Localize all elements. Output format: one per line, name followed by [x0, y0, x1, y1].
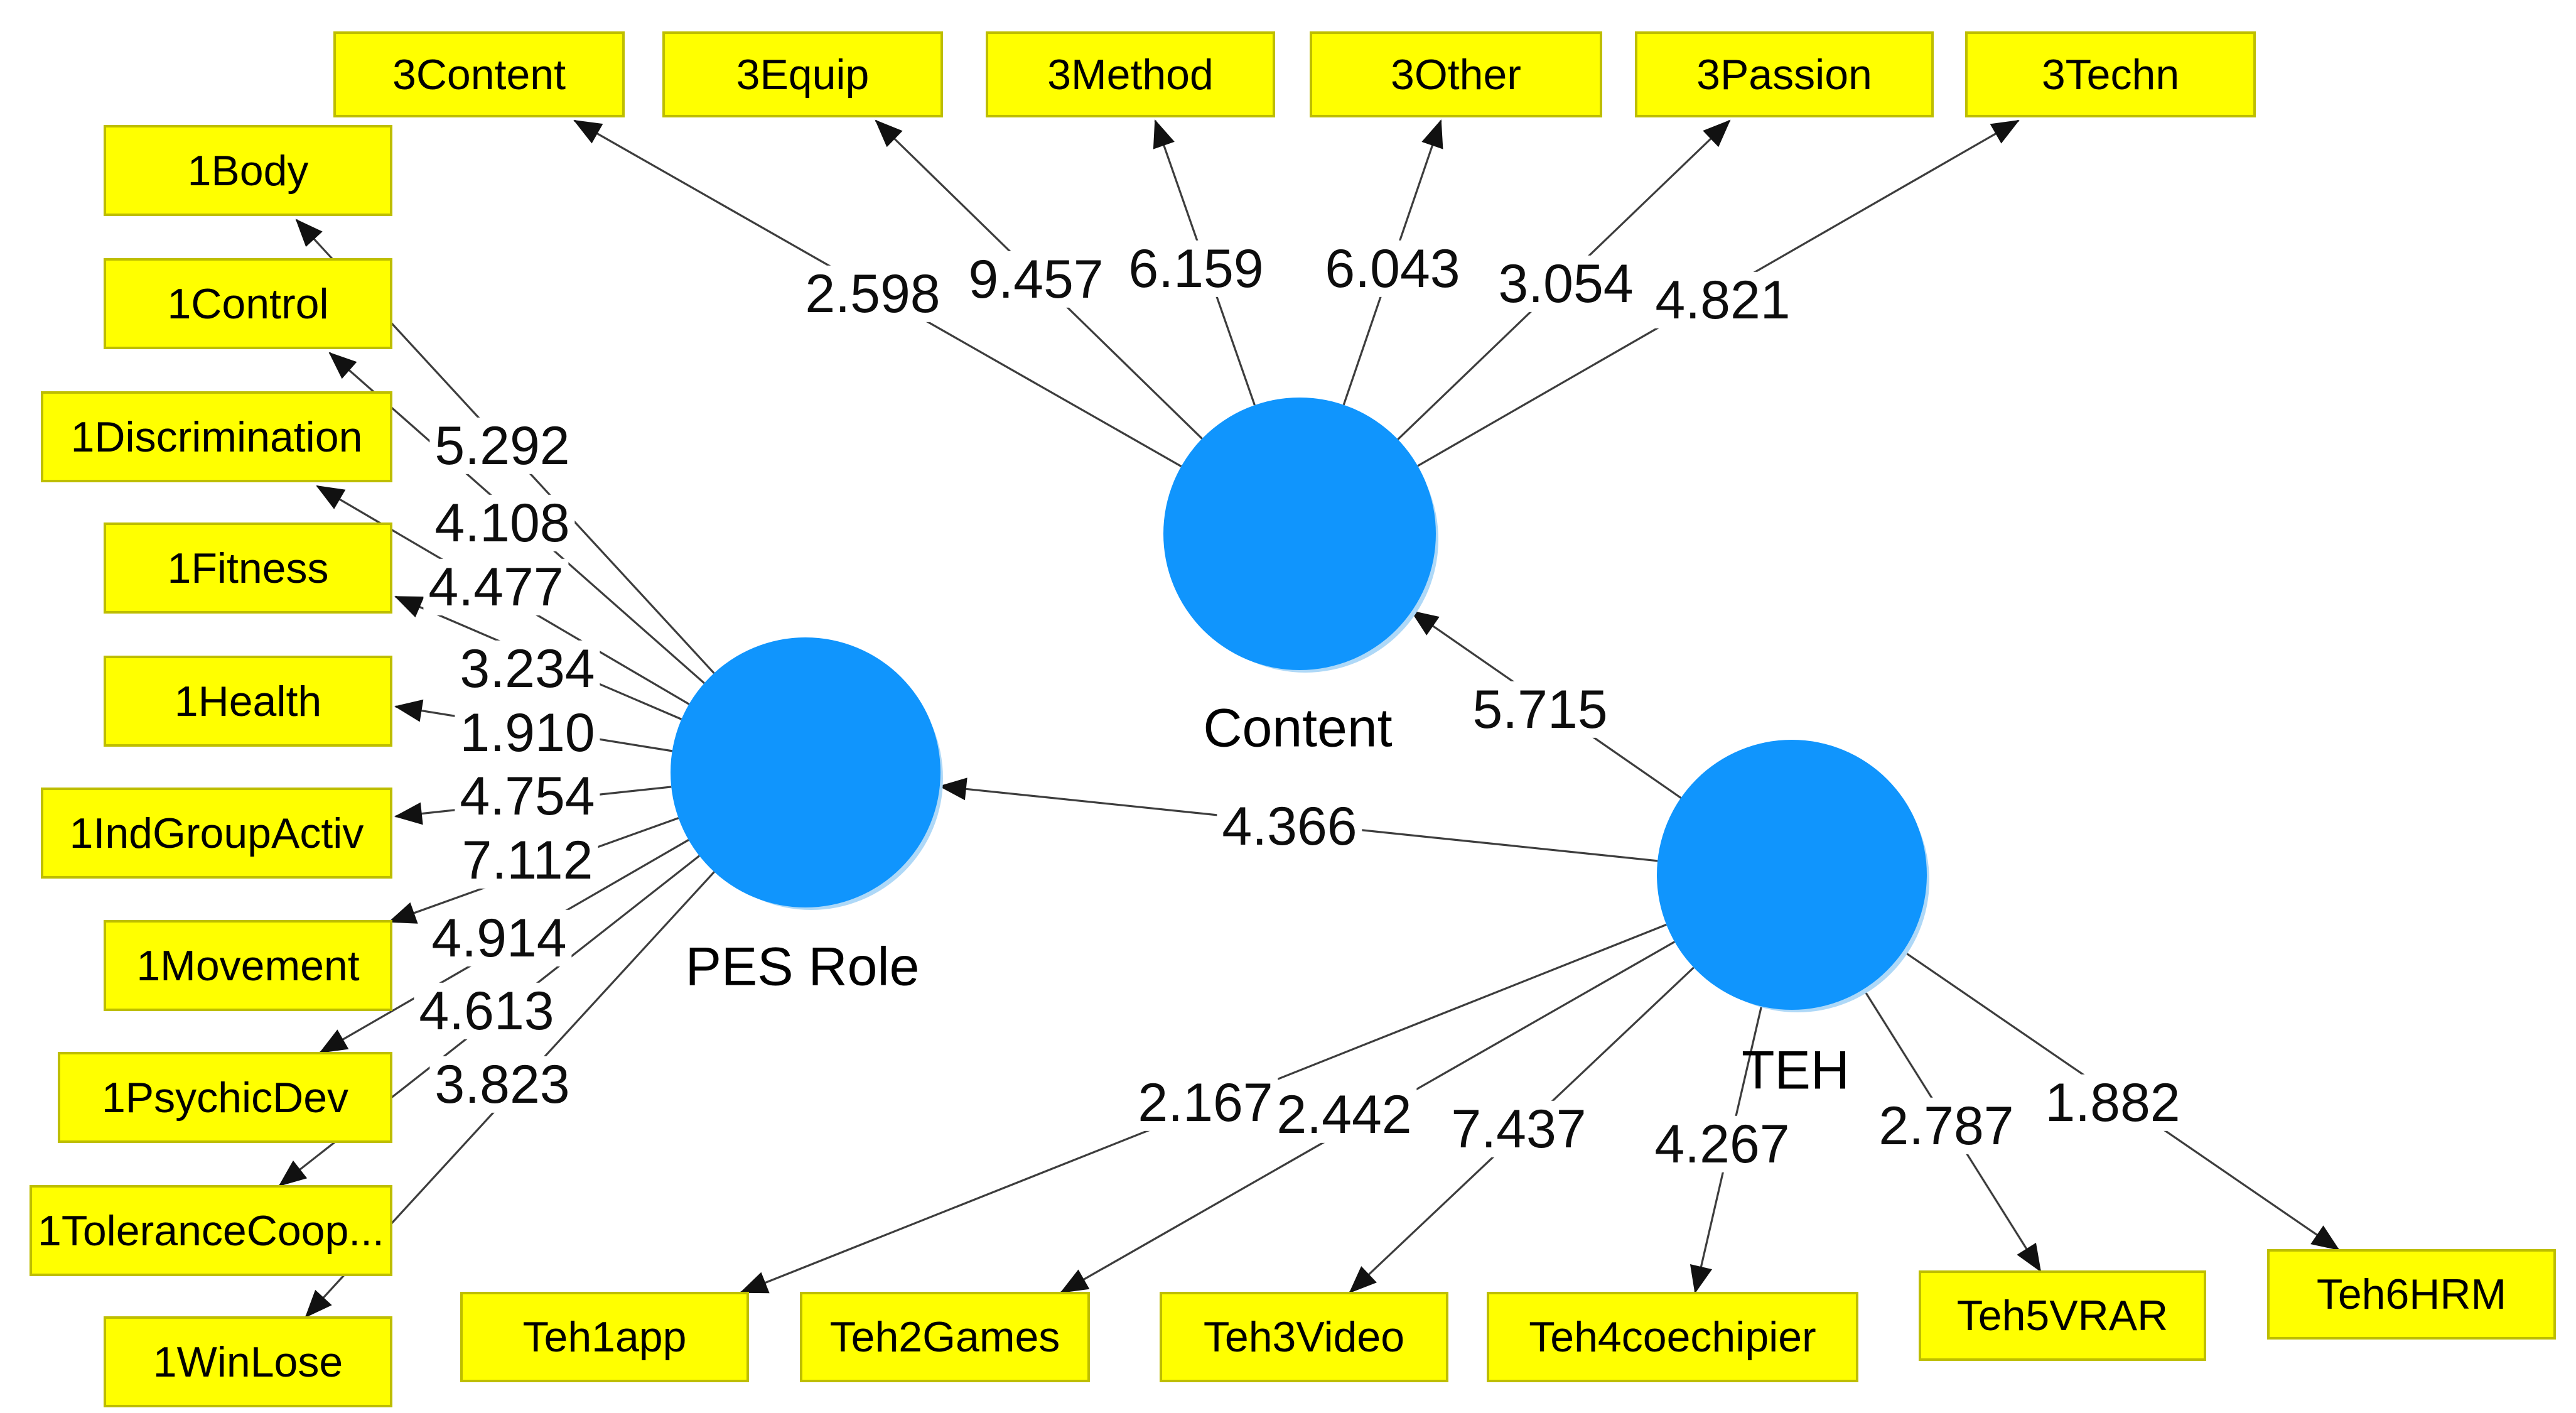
indicator-teh3video[interactable]: Teh3Video	[1160, 1292, 1448, 1382]
path-value-pes-1discrimination: 4.477	[423, 559, 569, 615]
indicator-3techn[interactable]: 3Techn	[1965, 31, 2256, 117]
indicator-1body[interactable]: 1Body	[104, 125, 392, 216]
indicator-label: 1Health	[174, 677, 322, 725]
indicator-1fitness[interactable]: 1Fitness	[104, 522, 392, 614]
indicator-1psychicdev[interactable]: 1PsychicDev	[58, 1052, 392, 1143]
path-value-pes-1control: 4.108	[429, 495, 575, 551]
path-value-pes-1tolerancecoop: 4.613	[414, 983, 559, 1039]
indicator-teh6hrm[interactable]: Teh6HRM	[2267, 1249, 2556, 1340]
indicator-label: Teh2Games	[829, 1313, 1060, 1361]
indicator-teh1app[interactable]: Teh1app	[460, 1292, 749, 1382]
path-value-pes-1winlose: 3.823	[429, 1056, 575, 1113]
indicator-label: 3Passion	[1696, 50, 1872, 99]
path-value-content-3passion: 3.054	[1493, 256, 1639, 312]
indicator-label: 1IndGroupActiv	[69, 809, 364, 857]
path-value-teh-teh2games: 2.442	[1271, 1086, 1417, 1143]
indicator-label: 1Body	[187, 146, 309, 195]
path-value-teh-pes: 4.366	[1217, 798, 1362, 855]
indicator-1indgroupactiv[interactable]: 1IndGroupActiv	[41, 788, 392, 879]
indicator-label: Teh4coechipier	[1529, 1313, 1816, 1361]
construct-content-circle[interactable]	[1163, 398, 1436, 670]
indicator-1tolerancecoop[interactable]: 1ToleranceCoop...	[30, 1185, 392, 1276]
indicator-1control[interactable]: 1Control	[104, 258, 392, 349]
indicator-teh5vrar[interactable]: Teh5VRAR	[1919, 1270, 2206, 1361]
indicator-label: 1Discrimination	[70, 413, 363, 461]
indicator-1movement[interactable]: 1Movement	[104, 920, 392, 1011]
construct-teh-label: TEH	[1742, 1040, 1850, 1101]
construct-pes-label: PES Role	[685, 936, 920, 997]
path-value-content-3other: 6.043	[1320, 241, 1465, 297]
indicator-1health[interactable]: 1Health	[104, 656, 392, 747]
path-value-pes-1psychicdev: 4.914	[426, 910, 572, 966]
indicator-label: Teh5VRAR	[1956, 1292, 2169, 1340]
indicator-label: 3Techn	[2041, 50, 2180, 99]
path-value-content-3equip: 9.457	[963, 251, 1109, 308]
indicator-1discrimination[interactable]: 1Discrimination	[41, 391, 392, 482]
indicator-label: 1ToleranceCoop...	[38, 1206, 384, 1255]
path-value-pes-1indgroupactiv: 4.754	[455, 768, 600, 825]
path-value-teh-teh6hrm: 1.882	[2040, 1075, 2185, 1131]
indicator-3passion[interactable]: 3Passion	[1635, 31, 1934, 117]
path-value-pes-1movement: 7.112	[456, 832, 598, 889]
path-value-pes-1health: 1.910	[455, 705, 600, 761]
path-value-teh-teh4coechipier: 4.267	[1649, 1116, 1795, 1172]
indicator-3method[interactable]: 3Method	[986, 31, 1275, 117]
indicator-label: Teh3Video	[1203, 1313, 1405, 1361]
indicator-label: 3Method	[1047, 50, 1214, 99]
path-value-pes-1body: 5.292	[429, 418, 575, 474]
construct-content-label: Content	[1203, 698, 1393, 759]
indicator-label: Teh1app	[522, 1313, 687, 1361]
indicator-label: 1Control	[167, 279, 329, 328]
construct-pes-circle[interactable]	[671, 637, 940, 907]
indicator-label: Teh6HRM	[2316, 1270, 2507, 1318]
indicator-label: 3Equip	[736, 50, 870, 99]
path-value-teh-content: 5.715	[1467, 681, 1613, 738]
path-value-teh-teh5vrar: 2.787	[1873, 1098, 2019, 1154]
indicator-teh4coechipier[interactable]: Teh4coechipier	[1487, 1292, 1858, 1382]
indicator-label: 1Fitness	[167, 544, 329, 592]
indicator-1winlose[interactable]: 1WinLose	[104, 1316, 392, 1407]
path-value-pes-1fitness: 3.234	[455, 641, 600, 697]
indicator-label: 3Other	[1391, 50, 1521, 99]
path-value-teh-teh3video: 7.437	[1446, 1101, 1592, 1157]
indicator-3other[interactable]: 3Other	[1310, 31, 1602, 117]
path-value-content-3method: 6.159	[1123, 241, 1269, 297]
path-value-content-3content: 2.598	[800, 266, 946, 322]
indicator-label: 3Content	[392, 50, 566, 99]
path-value-content-3techn: 4.821	[1650, 272, 1796, 328]
indicator-3equip[interactable]: 3Equip	[662, 31, 943, 117]
indicator-label: 1Movement	[136, 941, 360, 990]
construct-teh-circle[interactable]	[1657, 740, 1927, 1010]
indicator-label: 1WinLose	[153, 1338, 343, 1386]
indicator-label: 1PsychicDev	[101, 1073, 349, 1122]
path-value-teh-teh1app: 2.167	[1133, 1075, 1278, 1131]
indicator-3content[interactable]: 3Content	[333, 31, 625, 117]
indicator-teh2games[interactable]: Teh2Games	[800, 1292, 1090, 1382]
